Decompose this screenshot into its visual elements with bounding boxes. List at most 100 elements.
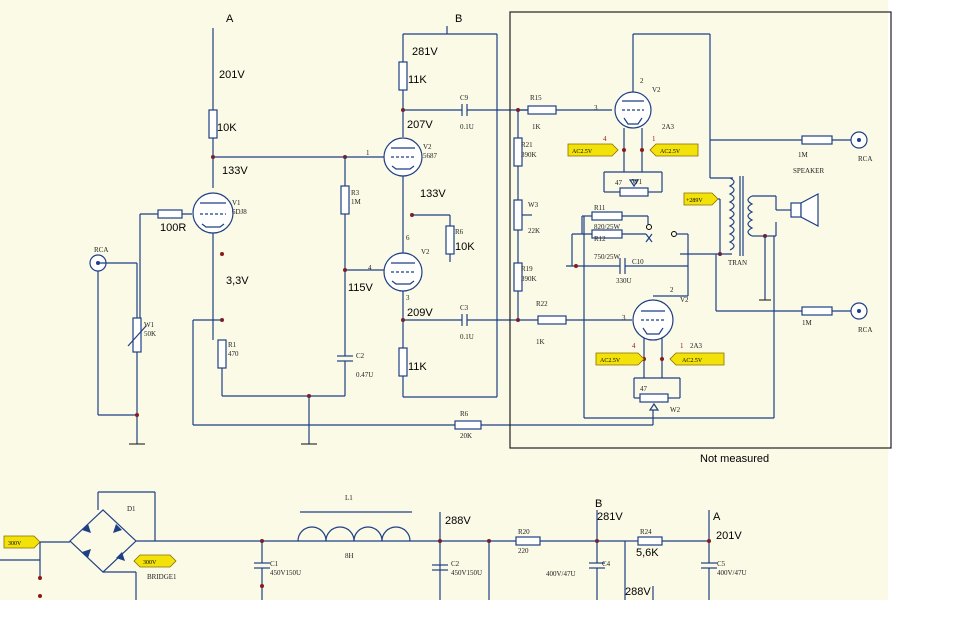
w3-ref: W3: [528, 201, 539, 209]
top-tube-pin1: 1: [652, 135, 656, 143]
tube-v2-pin4: 4: [368, 264, 372, 272]
c9-ref: C9: [460, 94, 469, 102]
top-tube-type: 2A3: [662, 123, 675, 131]
resistor-r6: [445, 225, 455, 255]
w1-output-ref: W1: [632, 178, 643, 186]
top-tube-ref: V2: [652, 86, 661, 94]
r-bottom-value: 1M: [802, 319, 813, 327]
bottom-tube-pin4: 4: [632, 342, 636, 350]
feedback-value: 20K: [460, 432, 472, 440]
bottom-ac-left-tag: [595, 352, 645, 366]
resistor-10k-label: 10K: [217, 122, 237, 134]
bottom-tube-pin2: 2: [670, 286, 674, 294]
not-measured-caption: Not measured: [700, 453, 769, 465]
top-ac-right-tag: [649, 143, 699, 157]
voltage-133v-left: 133V: [222, 165, 248, 177]
resistor-11k-bottom: [398, 347, 408, 377]
potentiometer-w3: [513, 199, 523, 231]
voltage-cathode: 3,3V: [226, 275, 249, 287]
resistor-r3: [340, 185, 350, 215]
bottom-tube-pin3: 3: [622, 314, 626, 322]
driver-stage: B 281V 11K C9 0.1U 207V V2 5687 1 133V R…: [193, 13, 653, 440]
tube-v2-pin3: 3: [406, 294, 410, 302]
output-stage: R15 1K 3 R21 390K W3 22K R19 390K R22 1K…: [509, 11, 892, 465]
ac-tag-bridge-label: 300V: [143, 560, 157, 566]
r-top-value: 1M: [798, 151, 809, 159]
r24-ref: R24: [640, 528, 652, 536]
tube-v2-type: 5687: [423, 152, 438, 160]
speaker-cone: [800, 193, 819, 227]
r20-value: 220: [518, 547, 529, 555]
c1-value: 450V150U: [270, 569, 301, 577]
r3-ref: R3: [351, 189, 360, 197]
r15-ref: R15: [530, 94, 542, 102]
voltage-209v: 209V: [407, 307, 433, 319]
resistor-feedback: [454, 420, 482, 430]
transformer-secondary: [747, 195, 754, 237]
bottom-ac-right-tag: [669, 352, 725, 366]
resistor-100r: [157, 209, 183, 219]
w1-ref: W1: [144, 321, 155, 329]
bridge-label: BRIDGE1: [147, 573, 177, 581]
speaker-label: SPEAKER: [793, 167, 824, 175]
bottom-tube-ref: V2: [680, 296, 689, 304]
tube-v2-pin6: 6: [406, 234, 410, 242]
resistor-11k-top-label: 11K: [408, 74, 427, 86]
rca-input-label: RCA: [94, 246, 108, 254]
rca-output-top-label: RCA: [858, 155, 872, 163]
transformer-label: TRAN: [728, 259, 747, 267]
transformer-primary: [728, 177, 735, 251]
r21-value: 390K: [521, 151, 537, 159]
r3-value: 1M: [351, 198, 362, 206]
drawing-background: [0, 0, 888, 600]
voltage-281v-top: 281V: [412, 46, 438, 58]
r22-ref: R22: [536, 300, 548, 308]
c4-value: 400V/47U: [546, 570, 576, 578]
c2-supply-ref: C2: [451, 560, 460, 568]
r1-value: 470: [228, 350, 239, 358]
resistor-r15: [527, 105, 557, 115]
r11-ref: R11: [594, 204, 606, 212]
c2-supply-value: 450V150U: [451, 569, 482, 577]
speaker-magnet: [790, 202, 802, 218]
ac-input-tag: [3, 535, 41, 549]
r24-value: 5,6K: [636, 547, 659, 559]
r15-value: 1K: [532, 123, 541, 131]
top-ac-left-tag: [567, 143, 619, 157]
c1-ref: C1: [270, 560, 279, 568]
c2-value: 0.47U: [356, 371, 373, 379]
power-supply: 300V D1 300V BRIDGE1 C1 450V150U L1 8H: [0, 491, 747, 600]
r12-ref: R12: [594, 235, 606, 243]
potentiometer-w1-output: [619, 187, 649, 197]
voltage-288v-bottom: 288V: [625, 586, 651, 598]
voltage-281v: 281V: [597, 511, 623, 523]
tube-v1-type: 6DJ8: [232, 208, 247, 216]
tube-v1-ref: V1: [232, 199, 241, 207]
c3-ref: C3: [460, 304, 469, 312]
node-b-bottom: B: [595, 498, 602, 510]
top-tube-pin2: 2: [640, 77, 644, 85]
resistor-r-bottom: [801, 306, 833, 316]
voltage-288v-top: 288V: [445, 515, 471, 527]
bottom-tube-type: 2A3: [690, 342, 703, 350]
inductor-l1: [297, 526, 411, 542]
r6-ref: R6: [455, 228, 464, 236]
c3-value: 0.1U: [460, 333, 474, 341]
tube-v2b-ref: V2: [421, 248, 430, 256]
potentiometer-w1: [132, 317, 142, 353]
bottom-tube-pin1: 1: [680, 342, 684, 350]
r1-ref: R1: [228, 341, 237, 349]
w2-ref: W2: [670, 406, 681, 414]
c2-ref: C2: [356, 352, 365, 360]
input-stage: A 201V 10K 133V V1 6DJ8 100R RCA W1 50K: [89, 13, 373, 445]
resistor-10k: [208, 109, 218, 139]
r11-value: 820/25W: [594, 223, 620, 231]
voltage-133v-right: 133V: [420, 188, 446, 200]
b-plus-tag: [683, 192, 719, 206]
w1-value: 50K: [144, 330, 156, 338]
voltage-207v: 207V: [407, 119, 433, 131]
resistor-r1: [217, 339, 227, 369]
rca-output-bottom-label: RCA: [858, 326, 872, 334]
c9-value: 0.1U: [460, 123, 474, 131]
